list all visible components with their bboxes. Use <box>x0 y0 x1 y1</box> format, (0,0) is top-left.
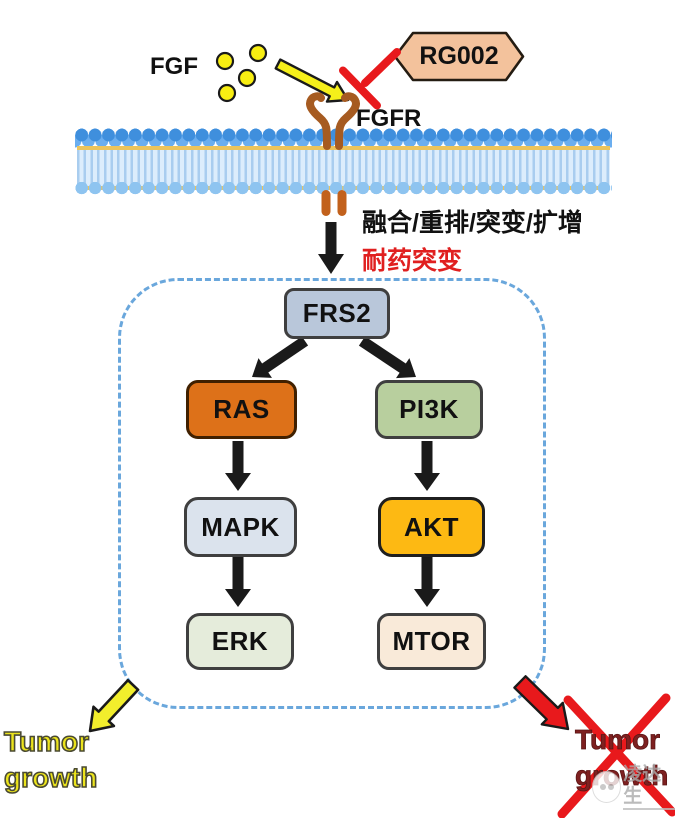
watermark: 凌达生 <box>592 764 675 810</box>
node-mtor: MTOR <box>377 613 486 670</box>
tumor-growth-promoted-label: Tumor growth <box>3 724 98 796</box>
node-erk: ERK <box>186 613 294 670</box>
fgf-to-fgfr-arrow <box>274 58 350 103</box>
node-frs2: FRS2 <box>284 288 390 339</box>
inhibitor-label: RG002 <box>419 42 499 70</box>
intracellular-pathway-frame <box>118 278 546 709</box>
tumor-growth-line1: Tumor <box>3 725 90 758</box>
tumor-growth-blocked-label: Tumor growth <box>575 722 669 794</box>
fgfr-receptor-label: FGFR <box>356 105 422 132</box>
gene-alterations-label: 融合/重排/突变/扩增 <box>362 209 583 237</box>
watermark-logo-icon <box>592 771 622 803</box>
tumor-growth-blocked-line2: growth <box>575 760 669 792</box>
node-pi3k: PI3K <box>375 380 483 439</box>
membrane-inner-lipid-row <box>75 182 612 198</box>
tumor-growth-line2: growth <box>3 761 98 794</box>
node-ras: RAS <box>186 380 297 439</box>
inhibition-tbar <box>339 48 401 110</box>
cell-membrane <box>75 128 612 198</box>
tumor-growth-blocked-line1: Tumor <box>575 724 661 756</box>
arrow-fgfr-to-frs2 <box>318 222 344 274</box>
node-akt: AKT <box>378 497 485 557</box>
resistance-mutation-label: 耐药突变 <box>362 247 463 275</box>
fgf-ligand-label: FGF <box>150 53 198 80</box>
fgf-ligand-dots <box>215 43 268 103</box>
watermark-text: 凌达生 <box>623 764 675 810</box>
node-mapk: MAPK <box>184 497 297 557</box>
